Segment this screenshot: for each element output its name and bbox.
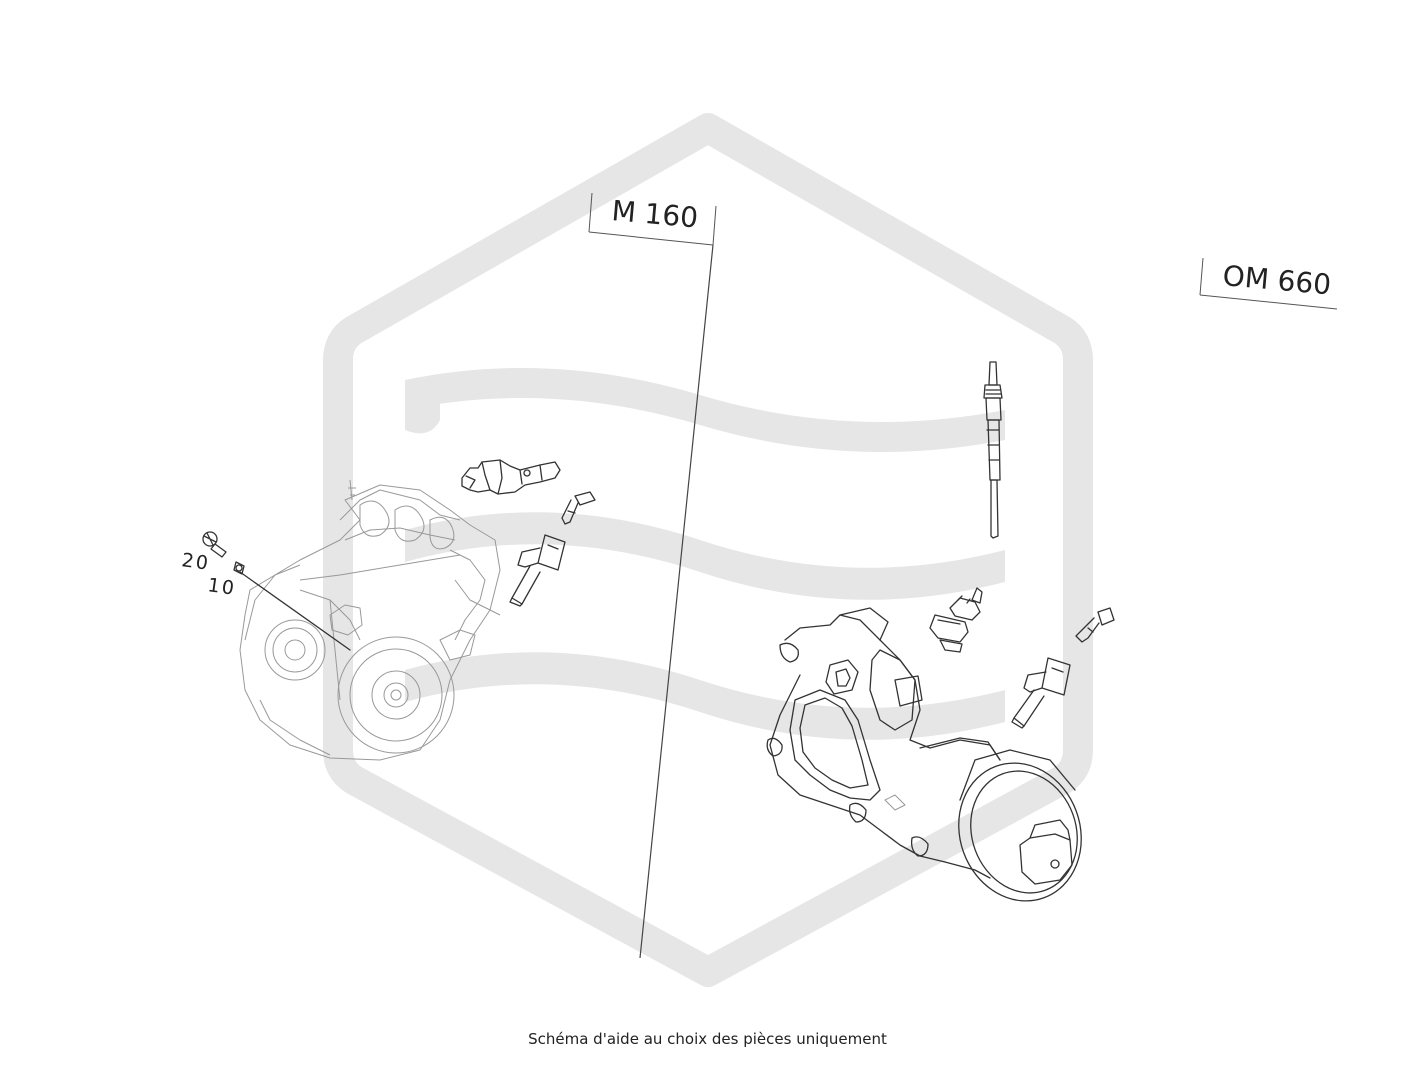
callout-number-20: 20 [180,549,211,575]
om660-label: OM 660 [1221,259,1332,301]
om660-oil-filter-housing-drawing [766,607,1082,902]
m160-label: M 160 [610,194,699,234]
om660-glow-plug-drawing [983,361,1003,539]
callout-number-10: 10 [206,574,237,600]
watermark-logo [323,113,1093,987]
m160-connector-drawing [461,459,561,495]
diagram-caption: Schéma d'aide au choix des pièces unique… [528,1030,887,1048]
m160-label-group: M 160 [588,192,717,246]
bolt-20-drawing [202,531,227,558]
washer-10-drawing [233,561,245,575]
divider-line [639,244,714,959]
om660-label-group: OM 660 [1199,257,1338,310]
m160-screw-drawing [561,491,596,525]
m160-engine-drawing [239,479,501,761]
om660-pressure-sensor-drawing [929,587,983,653]
om660-sensor-drawing [1011,657,1071,729]
m160-sensor-drawing [509,534,566,607]
om660-screw-drawing [1075,607,1115,643]
callout-leader-line [239,571,351,651]
